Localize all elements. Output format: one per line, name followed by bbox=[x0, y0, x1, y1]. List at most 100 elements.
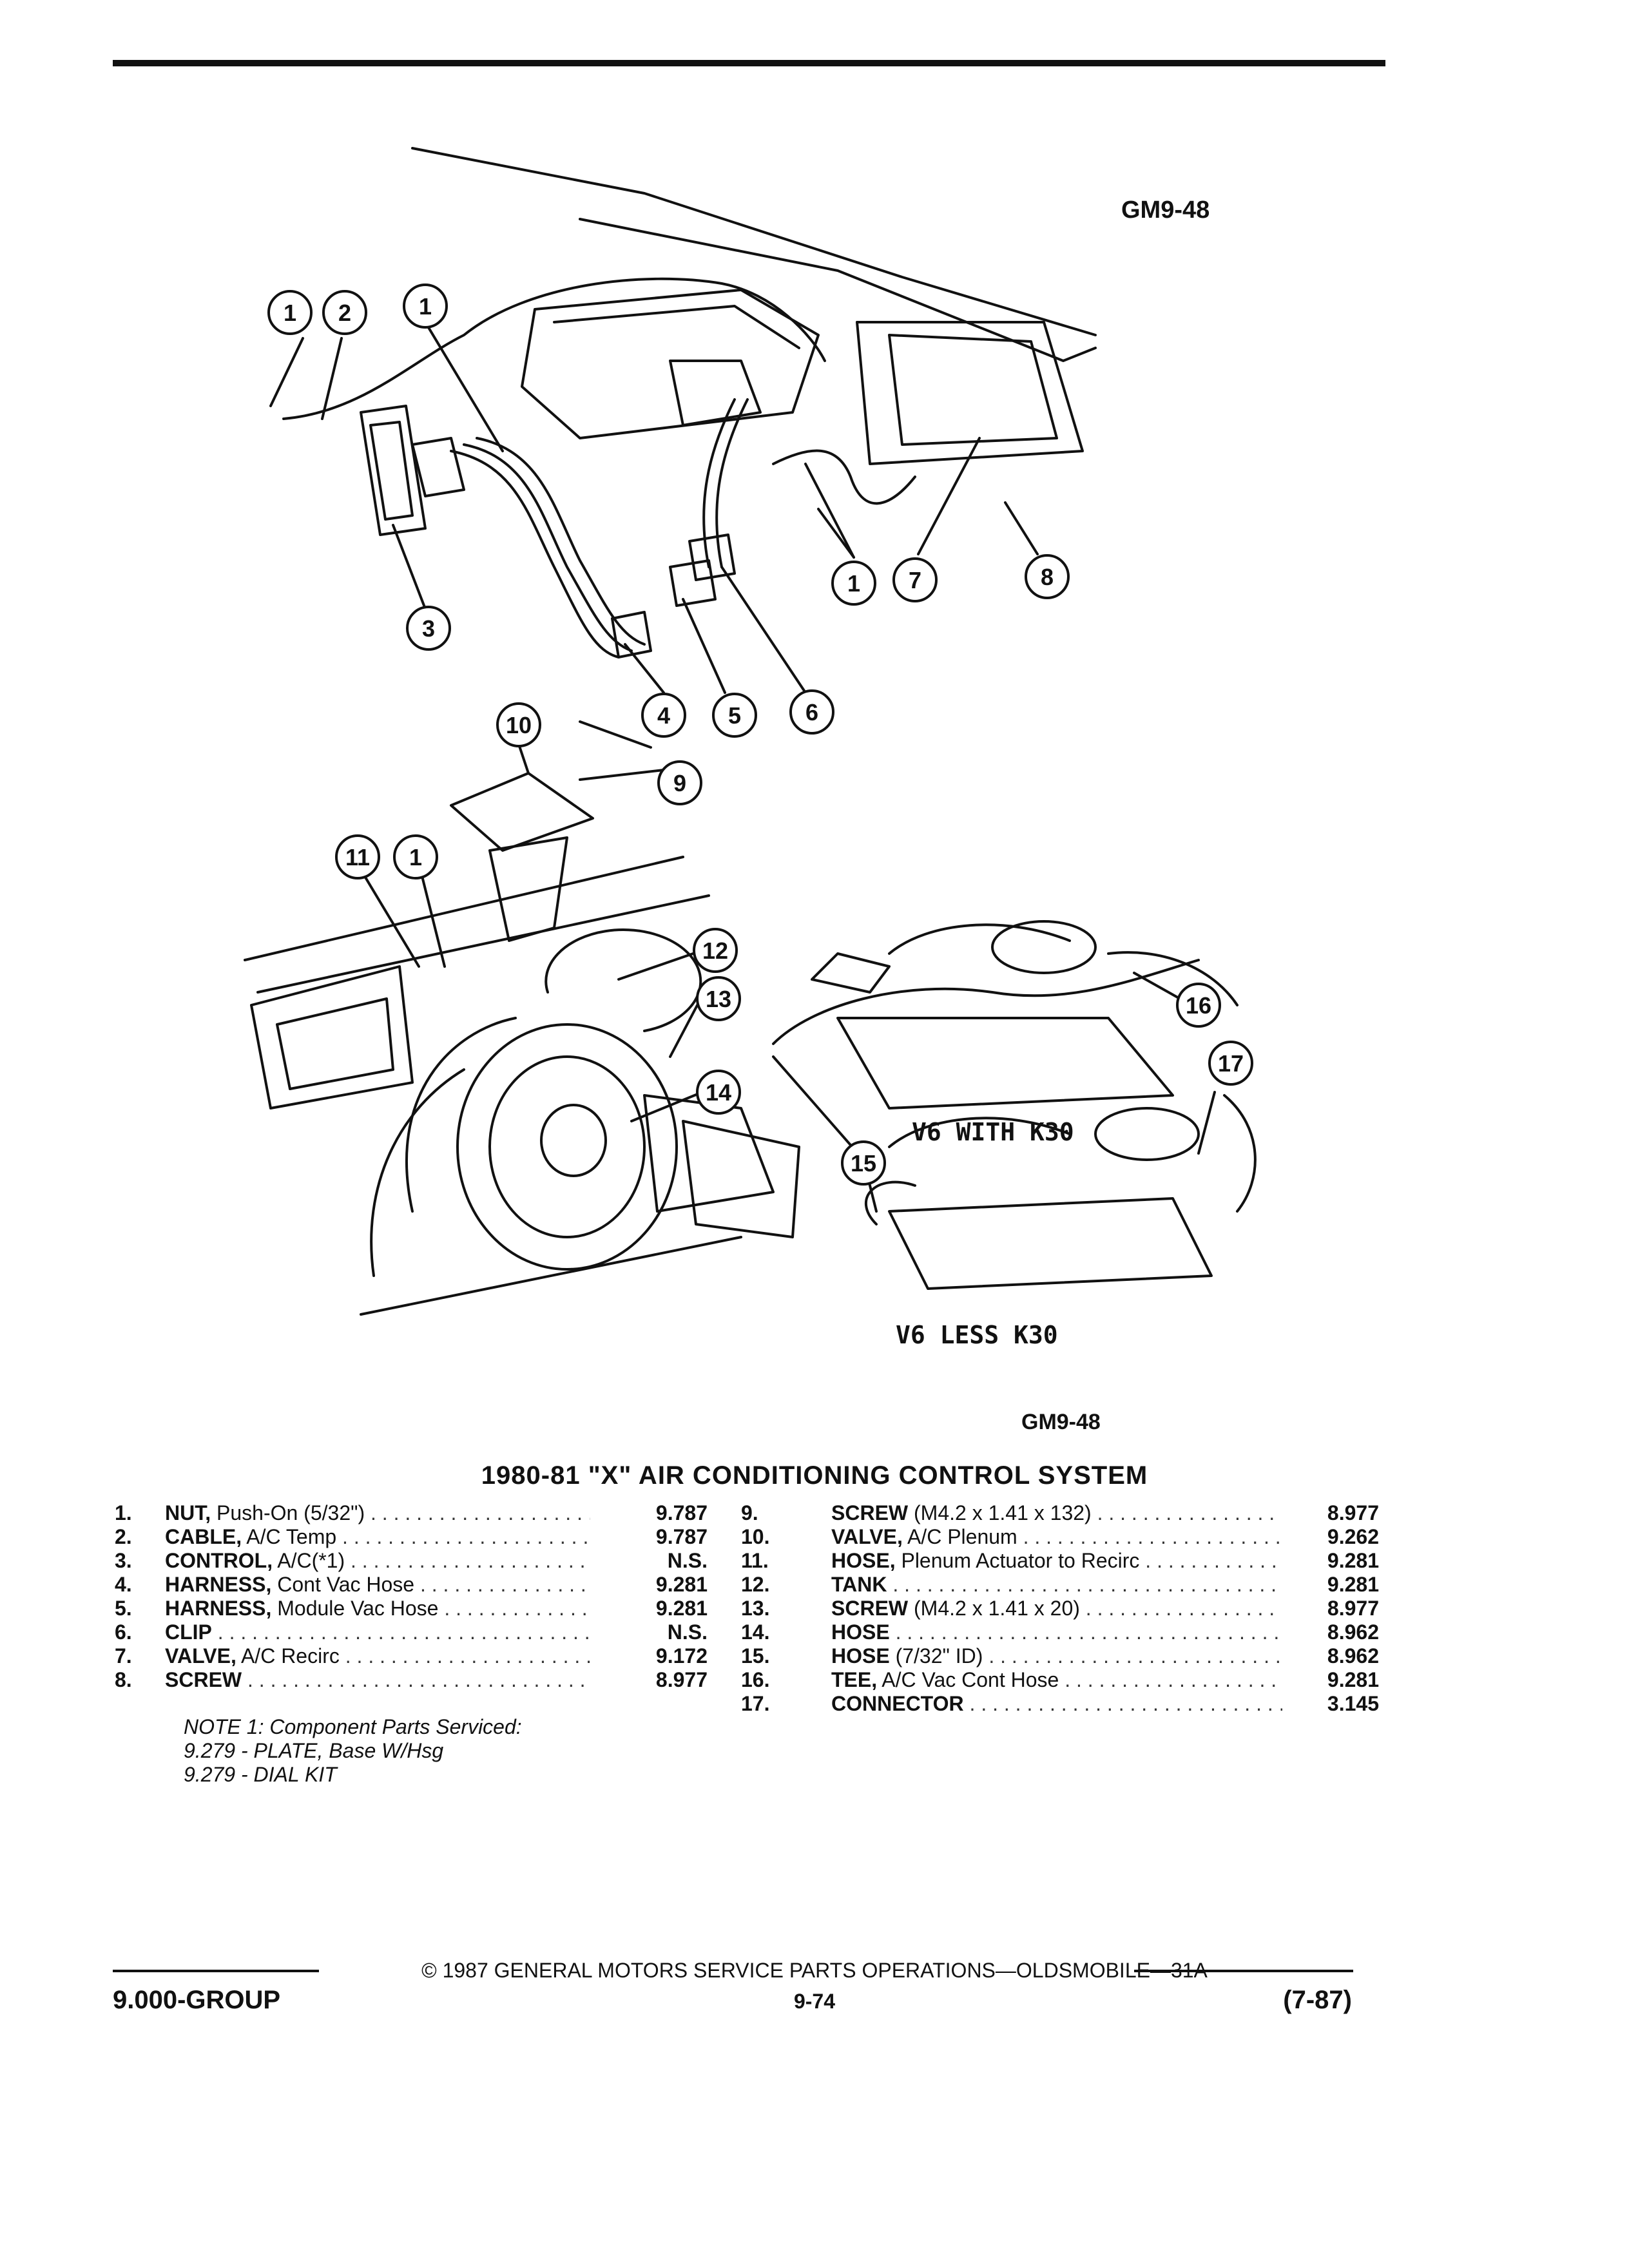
part-detail: A/C Temp bbox=[242, 1525, 337, 1548]
part-detail: Module Vac Hose bbox=[271, 1597, 439, 1620]
leader-dots: . . . . . . . . . . . . . . . . . . . . … bbox=[988, 1644, 1282, 1667]
callout-1d: 1 bbox=[409, 844, 422, 870]
parts-row: 16.TEE, A/C Vac Cont Hose . . . . . . . … bbox=[741, 1668, 1379, 1692]
subcaption-v6-less-k30: V6 LESS K30 bbox=[896, 1321, 1058, 1349]
leader-dots: . . . . . . . . . . . . . . . . . . . . … bbox=[969, 1692, 1282, 1715]
callout-11: 11 bbox=[345, 844, 370, 870]
note-line-3: 9.279 - DIAL KIT bbox=[184, 1763, 337, 1786]
callout-8: 8 bbox=[1041, 564, 1054, 590]
callout-15: 15 bbox=[851, 1150, 876, 1177]
part-group-number: 9.262 bbox=[1327, 1525, 1379, 1548]
callout-17: 17 bbox=[1218, 1050, 1244, 1077]
parts-row: 12.TANK . . . . . . . . . . . . . . . . … bbox=[741, 1573, 1379, 1597]
leader-dots: . . . . . . . . . . . . . . . . . . . . … bbox=[1145, 1549, 1282, 1572]
part-name: HARNESS, bbox=[165, 1573, 272, 1596]
parts-row: 6. CLIP . . . . . . . . . . . . . . . . .… bbox=[115, 1620, 708, 1644]
part-name: SCREW bbox=[831, 1597, 909, 1620]
leader-dots: . . . . . . . . . . . . . . . . . . . . … bbox=[345, 1644, 590, 1667]
part-group-number: 9.281 bbox=[1327, 1573, 1379, 1596]
subcaption-v6-with-k30: V6 WITH K30 bbox=[912, 1118, 1074, 1146]
part-name: CLIP bbox=[165, 1620, 212, 1644]
part-name: TEE, bbox=[831, 1668, 878, 1691]
callout-1a: 1 bbox=[284, 300, 296, 326]
part-detail: (M4.2 x 1.41 x 132) bbox=[908, 1501, 1092, 1524]
part-detail: Cont Vac Hose bbox=[271, 1573, 415, 1596]
leader-dots: . . . . . . . . . . . . . . . . . . . . … bbox=[1023, 1525, 1282, 1548]
part-group-number: 9.172 bbox=[655, 1644, 708, 1667]
part-description: HOSE . . . . . . . . . . . . . . . . . .… bbox=[831, 1620, 1282, 1644]
part-detail: A/C Recirc bbox=[236, 1644, 340, 1667]
part-group-number: 8.977 bbox=[1327, 1597, 1379, 1620]
part-group-number: 8.977 bbox=[655, 1668, 708, 1691]
part-description: CONNECTOR . . . . . . . . . . . . . . . … bbox=[831, 1692, 1282, 1716]
part-number: 11. bbox=[741, 1549, 769, 1572]
part-number: 15. bbox=[741, 1644, 770, 1667]
part-description: HOSE (7/32" ID) . . . . . . . . . . . . … bbox=[831, 1644, 1282, 1668]
part-name: VALVE, bbox=[165, 1644, 236, 1667]
leader-dots: . . . . . . . . . . . . . . . . . . . . … bbox=[895, 1620, 1282, 1644]
part-number: 6. bbox=[115, 1620, 132, 1644]
part-number: 9. bbox=[741, 1501, 758, 1524]
part-group-number: 9.281 bbox=[1327, 1549, 1379, 1572]
part-group-number: 9.281 bbox=[1327, 1668, 1379, 1691]
leader-dots: . . . . . . . . . . . . . . . . . . . . … bbox=[217, 1620, 590, 1644]
part-description: HARNESS, Module Vac Hose . . . . . . . .… bbox=[165, 1597, 590, 1620]
top-rule bbox=[113, 60, 1385, 66]
note-line-1: NOTE 1: Component Parts Serviced: bbox=[184, 1715, 522, 1738]
part-description: SCREW . . . . . . . . . . . . . . . . . … bbox=[165, 1668, 590, 1692]
callout-1b: 1 bbox=[419, 293, 432, 320]
callout-6: 6 bbox=[805, 699, 818, 726]
exploded-diagram: 1 2 1 3 4 5 6 1 7 8 9 10 11 1 12 13 14 1… bbox=[244, 147, 1257, 1349]
callout-5: 5 bbox=[728, 702, 741, 729]
part-description: VALVE, A/C Plenum . . . . . . . . . . . … bbox=[831, 1525, 1282, 1549]
callout-14: 14 bbox=[706, 1079, 731, 1106]
part-number: 8. bbox=[115, 1668, 132, 1691]
part-group-number: 9.787 bbox=[655, 1501, 708, 1524]
callout-12: 12 bbox=[702, 937, 728, 964]
footer-copyright: © 1987 GENERAL MOTORS SERVICE PARTS OPER… bbox=[421, 1959, 1208, 1982]
part-number: 7. bbox=[115, 1644, 132, 1667]
part-name: CONTROL, bbox=[165, 1549, 273, 1572]
part-description: SCREW (M4.2 x 1.41 x 132) . . . . . . . … bbox=[831, 1501, 1282, 1525]
part-description: HOSE, Plenum Actuator to Recirc . . . . … bbox=[831, 1549, 1282, 1573]
part-group-number: 9.787 bbox=[655, 1525, 708, 1548]
leader-dots: . . . . . . . . . . . . . . . . . . . . … bbox=[1085, 1597, 1282, 1620]
part-description: VALVE, A/C Recirc . . . . . . . . . . . … bbox=[165, 1644, 590, 1668]
part-name: HOSE bbox=[831, 1644, 890, 1667]
leader-dots: . . . . . . . . . . . . . . . . . . . . … bbox=[1097, 1501, 1282, 1524]
parts-row: 10. VALVE, A/C Plenum . . . . . . . . . .… bbox=[741, 1525, 1379, 1549]
parts-row: 5.HARNESS, Module Vac Hose . . . . . . .… bbox=[115, 1597, 708, 1620]
part-group-number: 8.962 bbox=[1327, 1620, 1379, 1644]
callout-circles: 1 2 1 3 4 5 6 1 7 8 9 10 11 1 12 13 14 1… bbox=[267, 284, 1253, 1186]
footer-page-number: 9-74 bbox=[793, 1990, 836, 2013]
parts-list-right: 9. SCREW (M4.2 x 1.41 x 132) . . . . . . … bbox=[741, 1501, 1379, 1716]
part-detail: (M4.2 x 1.41 x 20) bbox=[908, 1597, 1080, 1620]
part-group-number: 8.977 bbox=[1327, 1501, 1379, 1524]
callout-16: 16 bbox=[1186, 992, 1211, 1019]
part-name: SCREW bbox=[831, 1501, 909, 1524]
parts-row: 1.NUT, Push-On (5/32") . . . . . . . . .… bbox=[115, 1501, 708, 1525]
part-description: TEE, A/C Vac Cont Hose . . . . . . . . .… bbox=[831, 1668, 1282, 1692]
part-name: TANK bbox=[831, 1573, 887, 1596]
part-group-number: N.S. bbox=[667, 1620, 708, 1644]
parts-row: 8. SCREW . . . . . . . . . . . . . . . . … bbox=[115, 1668, 708, 1692]
footer-rule-right bbox=[1134, 1970, 1353, 1972]
part-detail: Plenum Actuator to Recirc bbox=[895, 1549, 1140, 1572]
callout-9: 9 bbox=[673, 770, 686, 796]
part-number: 2. bbox=[115, 1525, 132, 1548]
part-detail: A/C Plenum bbox=[902, 1525, 1017, 1548]
callout-4: 4 bbox=[657, 702, 670, 729]
footer-group: 9.000-GROUP bbox=[113, 1986, 281, 2014]
callout-10: 10 bbox=[506, 712, 532, 738]
part-detail: A/C(*1) bbox=[273, 1549, 345, 1572]
part-number: 10. bbox=[741, 1525, 770, 1548]
part-number: 3. bbox=[115, 1549, 132, 1572]
part-name: CONNECTOR bbox=[831, 1692, 964, 1715]
footer-rule-left bbox=[113, 1970, 319, 1972]
part-detail: Push-On (5/32") bbox=[211, 1501, 365, 1524]
parts-row: 13.SCREW (M4.2 x 1.41 x 20) . . . . . . … bbox=[741, 1597, 1379, 1620]
leader-dots: . . . . . . . . . . . . . . . . . . . . … bbox=[892, 1573, 1282, 1596]
part-number: 4. bbox=[115, 1573, 132, 1596]
part-name: NUT, bbox=[165, 1501, 211, 1524]
parts-row: 2.CABLE, A/C Temp . . . . . . . . . . . … bbox=[115, 1525, 708, 1549]
